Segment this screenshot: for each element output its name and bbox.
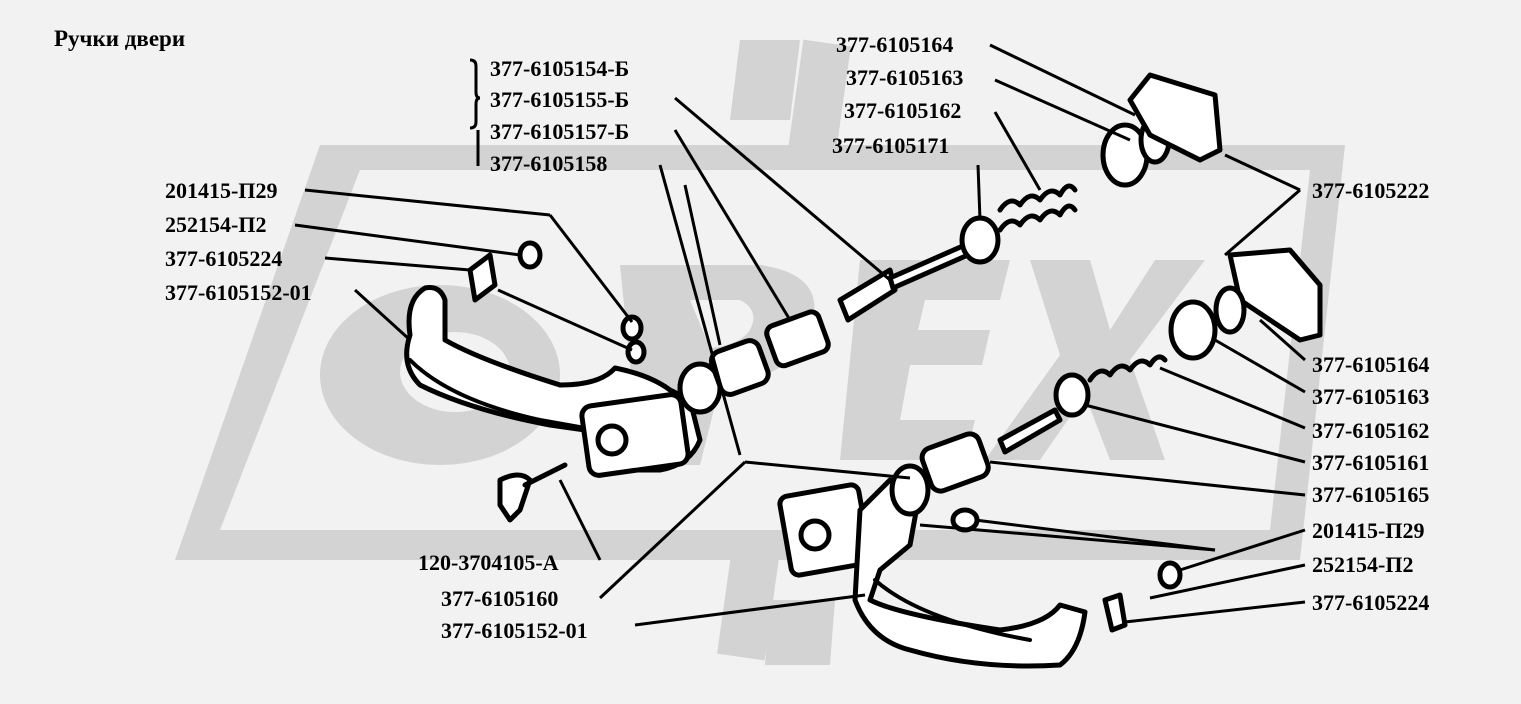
label-bottom-3: 377-6105152-01	[441, 618, 588, 643]
label-right-1: 377-6105164	[1312, 352, 1429, 377]
diagram-title: Ручки двери	[54, 26, 186, 51]
label-left-3: 377-6105224	[165, 246, 282, 271]
left-cylinder-assembly	[677, 242, 971, 415]
label-bracket-3: 377-6105157-Б	[490, 119, 629, 144]
label-right-5: 377-6105165	[1312, 482, 1429, 507]
label-top-right-2: 377-6105163	[846, 65, 963, 90]
label-top-right-3: 377-6105162	[844, 98, 961, 123]
label-right-3: 377-6105162	[1312, 418, 1429, 443]
label-bracket-4: 377-6105158	[490, 151, 607, 176]
leader-lines	[294, 43, 1306, 627]
label-bottom-2: 377-6105160	[441, 586, 558, 611]
label-left-1: 201415-П29	[165, 178, 277, 203]
label-bracket-1: 377-6105154-Б	[490, 56, 629, 81]
label-left-4: 377-6105152-01	[165, 280, 312, 305]
label-right-8: 377-6105224	[1312, 590, 1429, 615]
label-bottom-1: 120-3704105-А	[418, 550, 559, 575]
parts-group	[404, 72, 1323, 669]
label-left-2: 252154-П2	[165, 212, 266, 237]
left-handle	[404, 285, 703, 478]
label-right-6: 201415-П29	[1312, 518, 1424, 543]
label-right-4: 377-6105161	[1312, 450, 1429, 475]
label-right-2: 377-6105163	[1312, 384, 1429, 409]
right-handle	[777, 477, 1088, 669]
label-right-7: 252154-П2	[1312, 552, 1413, 577]
label-top-right-4: 377-6105171	[832, 133, 949, 158]
label-gasket: 377-6105222	[1312, 178, 1429, 203]
fasteners	[467, 240, 1183, 633]
lower-spring-set	[889, 247, 1323, 517]
label-top-right-1: 377-6105164	[836, 32, 953, 57]
label-bracket-2: 377-6105155-Б	[490, 87, 629, 112]
upper-spring-set	[959, 72, 1223, 265]
part-labels: 377-6105164 377-6105163 377-6105162 377-…	[165, 32, 1429, 643]
